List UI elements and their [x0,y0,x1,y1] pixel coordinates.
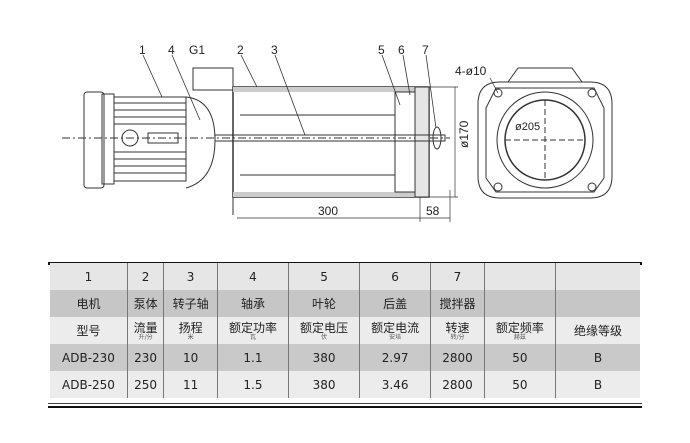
shaft-coupling [147,132,179,144]
cell: ADB-250 [62,377,115,392]
header-unit: 转/分 [450,333,465,341]
cell: 380 [287,344,360,371]
cell: 1.1 [216,344,289,371]
cell: 7 [430,263,485,290]
table-row-part-names: 电机 泵体转子轴轴承叶轮后盖搅拌器 [50,290,640,317]
rear-cover [414,86,430,198]
table-bottom-rule-thick [48,406,642,408]
cell: 2.97 [359,344,431,371]
header-cell: 流量升/分 [126,317,164,344]
motor-fins [113,96,187,182]
dim-diameter-label: ø170 [457,120,471,148]
cell: 380 [287,371,360,398]
cell: 3 [163,263,218,290]
header-unit: 赫兹 [513,333,526,341]
callout-3: 3 [271,43,278,57]
cell: 3.46 [359,371,431,398]
callout-6: 6 [398,43,405,57]
cell: B [555,344,640,371]
header-label: 额定电压 [300,320,349,335]
cell: 4 [216,263,289,290]
cell [555,263,640,290]
cell: 10 [163,344,218,371]
motor-end-cap [83,91,105,189]
dim-tail-label: 58 [426,204,440,218]
header-label: 转速 [445,320,470,335]
cell: 电机 [76,297,101,311]
callout-4: 4 [168,43,175,57]
rotor-shaft [214,134,446,142]
header-cell: 额定频率赫兹 [483,317,556,344]
header-unit: 瓦 [249,333,256,341]
dimension-lines [237,86,458,222]
flange-diameter-label: ø205 [515,121,540,133]
header-label: 绝缘等级 [573,323,622,338]
callout-2: 2 [237,43,244,57]
cell: 后盖 [359,290,431,317]
cell [555,290,640,317]
table-header-row: 型号 流量升/分 扬程米 额定功率瓦 额定电压伏 额定电流安培 转速转/分 额定… [50,317,640,344]
cell: 1 [84,269,93,284]
header-cell: 转速转/分 [430,317,485,344]
flange-end-view [477,67,613,199]
pump-technical-drawing: 1 4 G1 2 3 5 6 7 300 58 ø170 4-ø10 ø205 [62,43,613,222]
table-bottom-rule [48,403,642,404]
header-cell: 额定电压伏 [287,317,360,344]
cell: 250 [126,371,164,398]
cell: 转子轴 [163,290,218,317]
header-cell: 额定功率瓦 [216,317,289,344]
cell: 2 [126,263,164,290]
header-label: 额定频率 [495,320,544,335]
callout-5: 5 [378,43,385,57]
stirrer [432,126,442,150]
cell: 泵体 [126,290,164,317]
header-label: 额定电流 [371,320,420,335]
holes-label: 4-ø10 [455,64,487,78]
cell: 50 [483,371,556,398]
header-label: 扬程 [178,320,203,335]
callout-7: 7 [422,43,429,57]
pump-flange [185,96,216,189]
callout-leaders [142,54,437,136]
header-cell: 型号 [50,317,127,344]
cell: 1.5 [216,371,289,398]
cell: 11 [163,371,218,398]
cell: 搅拌器 [430,290,485,317]
header-unit: 升/分 [138,333,153,341]
cell: 5 [287,263,360,290]
dim-length-label: 300 [318,204,338,218]
cell: 轴承 [216,290,289,317]
inlet-port [192,67,234,91]
cell: 2800 [430,371,485,398]
motor-rotor [121,129,139,147]
header-unit: 安培 [389,333,402,341]
header-cell: 额定电流安培 [359,317,431,344]
header-unit: 伏 [321,333,328,341]
cell: 2800 [430,344,485,371]
callout-g1: G1 [189,43,205,57]
header-label: 型号 [76,323,101,338]
cell: B [555,371,640,398]
cell: 50 [483,344,556,371]
header-cell: 扬程米 [163,317,218,344]
cell: ADB-230 [62,350,115,365]
header-cell: 绝缘等级 [555,317,640,344]
callout-1: 1 [139,43,146,57]
cell: 230 [126,344,164,371]
header-label: 额定功率 [228,320,277,335]
cell [483,263,556,290]
cell [483,290,556,317]
header-label: 流量 [133,320,158,335]
cell: 6 [359,263,431,290]
cell: 叶轮 [287,290,360,317]
impeller-housing [394,91,416,193]
header-unit: 米 [187,333,194,341]
